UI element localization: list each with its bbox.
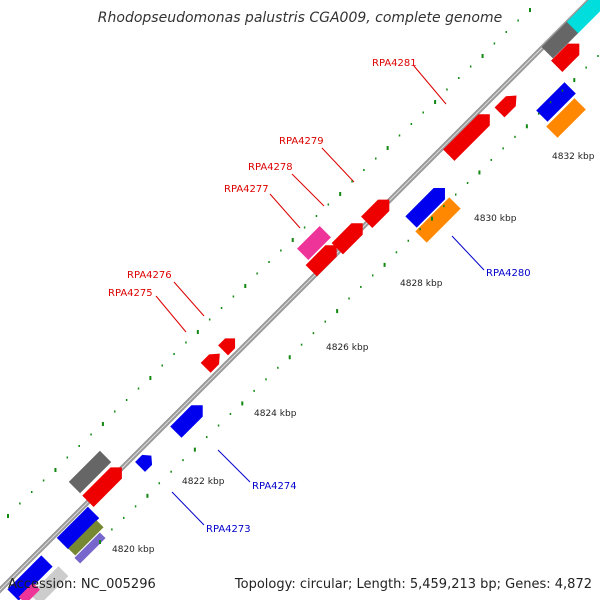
gene-red-small-top[interactable]: [494, 91, 522, 118]
gene-gray-left-top[interactable]: [68, 450, 112, 494]
leader-4274: [217, 449, 251, 483]
leader-4278: [291, 173, 325, 207]
label-rpa4273[interactable]: RPA4273: [206, 524, 251, 535]
scale-label-4826: 4826 kbp: [326, 343, 369, 353]
gene-red-4281[interactable]: [443, 109, 495, 161]
leader-4277: [269, 193, 301, 229]
gene-blue-corner[interactable]: [7, 555, 53, 600]
gene-red-4275[interactable]: [200, 349, 225, 373]
label-rpa4277[interactable]: RPA4277: [224, 184, 269, 195]
label-rpa4276[interactable]: RPA4276: [127, 270, 172, 281]
gene-purple-lower-left[interactable]: [74, 532, 106, 564]
gene-blue-right[interactable]: [536, 82, 576, 122]
gene-orange-right[interactable]: [546, 98, 586, 138]
gene-olive-lower-left[interactable]: [68, 520, 104, 556]
gene-red-left[interactable]: [82, 462, 127, 507]
gene-red-4277[interactable]: [305, 240, 343, 277]
genome-summary-text: Topology: circular; Length: 5,459,213 bp…: [234, 577, 592, 592]
label-rpa4274[interactable]: RPA4274: [252, 481, 297, 492]
scale-label-4828: 4828 kbp: [400, 279, 443, 289]
gene-gray-top-right[interactable]: [541, 21, 579, 59]
leader-4281: [413, 65, 447, 105]
gene-red-4279[interactable]: [361, 194, 395, 228]
leader-4273: [171, 491, 205, 526]
label-rpa4278[interactable]: RPA4278: [248, 162, 293, 173]
scale-label-4822: 4822 kbp: [182, 477, 225, 487]
gene-blue-4280[interactable]: [405, 182, 450, 228]
scale-label-4832: 4832 kbp: [552, 152, 595, 162]
label-rpa4279[interactable]: RPA4279: [279, 136, 324, 147]
label-rpa4281[interactable]: RPA4281: [372, 58, 417, 69]
leader-4276: [173, 281, 205, 317]
leader-4275: [155, 295, 187, 333]
gene-pink-corner[interactable]: [18, 582, 40, 600]
scale-label-4820: 4820 kbp: [112, 545, 155, 555]
gene-blue-4274[interactable]: [170, 400, 208, 438]
label-rpa4280[interactable]: RPA4280: [486, 268, 531, 279]
accession-text: Accession: NC_005296: [8, 577, 156, 592]
gene-red-top-right[interactable]: [551, 38, 585, 72]
gene-cyan-top-right[interactable]: [566, 0, 600, 34]
genome-title: Rhodopseudomonas palustris CGA009, compl…: [97, 10, 503, 26]
leader-4279: [321, 147, 355, 183]
scale-ticks: [7, 8, 599, 544]
leader-4280: [451, 235, 485, 271]
gene-blue-4273[interactable]: [135, 451, 156, 472]
gene-red-4278[interactable]: [331, 218, 369, 255]
label-rpa4275[interactable]: RPA4275: [108, 288, 153, 299]
scale-label-4830: 4830 kbp: [474, 214, 517, 224]
gene-orange-4280[interactable]: [415, 197, 461, 243]
gene-gray-corner[interactable]: [30, 566, 69, 600]
gene-red-4276[interactable]: [218, 333, 240, 356]
scale-label-4824: 4824 kbp: [254, 409, 297, 419]
gene-blue-lower-left[interactable]: [56, 506, 100, 550]
gene-pink-4277[interactable]: [297, 226, 331, 260]
